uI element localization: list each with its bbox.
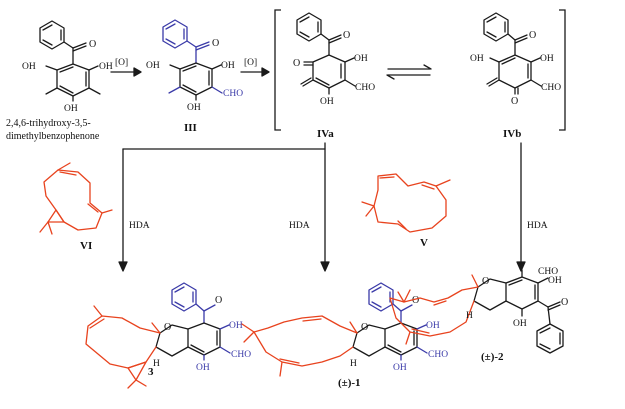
p3-pyran-o: O	[164, 322, 171, 333]
iva-aldehyde-cho: CHO	[355, 83, 375, 93]
start-compound-name-line2: dimethylbenzophenone	[6, 131, 100, 142]
iva-quinone-o: O	[293, 58, 300, 69]
iii-aldehyde-cho: CHO	[223, 89, 243, 99]
p2-carbonyl-o: O	[561, 297, 568, 308]
p3-carbonyl-o: O	[215, 295, 222, 306]
p1-oh-right: OH	[426, 321, 440, 331]
ivb-quinone-o: O	[511, 96, 518, 107]
compound-iii-structure	[162, 19, 223, 101]
product-2-label: (±)-2	[481, 351, 504, 363]
product-1-label: (±)-1	[338, 377, 361, 389]
p3-aldehyde-cho: CHO	[231, 350, 251, 360]
equilibrium-arrows	[386, 64, 432, 80]
start-oh-right: OH	[99, 62, 113, 72]
compound-iva-label: IVa	[317, 128, 334, 140]
p1-aldehyde-cho: CHO	[428, 350, 448, 360]
ivb-carbonyl-o: O	[529, 30, 536, 41]
oxidation-label-1: [O]	[115, 58, 128, 68]
iii-oh-bottom: OH	[187, 103, 201, 113]
compound-vi-structure	[39, 162, 113, 235]
iva-carbonyl-o: O	[343, 30, 350, 41]
start-oh-left: OH	[22, 62, 36, 72]
p1-h: H	[350, 359, 357, 369]
oxidation-label-2: [O]	[244, 58, 257, 68]
p1-carbonyl-o: O	[412, 295, 419, 306]
left-bracket	[274, 9, 281, 131]
product-3-structure	[85, 282, 231, 389]
product-3-label: 3	[148, 366, 154, 378]
iii-carbonyl-o: O	[212, 38, 219, 49]
compound-ivb-structure	[483, 12, 542, 95]
ivb-oh-left: OH	[470, 54, 484, 64]
ivb-aldehyde-cho: CHO	[541, 83, 561, 93]
p2-pyran-o: O	[482, 276, 489, 287]
start-compound-name-line1: 2,4,6-trihydroxy-3,5-	[6, 118, 91, 129]
p3-oh-bottom: OH	[196, 363, 210, 373]
oxidation-arrow-1	[110, 67, 142, 77]
iva-oh-bottom: OH	[320, 97, 334, 107]
hda-label-right: HDA	[527, 221, 548, 231]
p1-pyran-o: O	[361, 322, 368, 333]
start-carbonyl-o: O	[89, 39, 96, 50]
compound-v-structure	[361, 173, 451, 233]
iii-oh-right: OH	[221, 61, 235, 71]
p2-oh-bottom: OH	[513, 319, 527, 329]
compound-iva-structure	[296, 12, 356, 95]
oxidation-arrow-2	[240, 67, 270, 77]
compound-ivb-label: IVb	[503, 128, 521, 140]
p2-oh-right: OH	[548, 276, 562, 286]
ivb-oh-right: OH	[540, 54, 554, 64]
p1-oh-bottom: OH	[393, 363, 407, 373]
iii-oh-left: OH	[146, 61, 160, 71]
product-2-structure	[389, 269, 564, 354]
right-bracket	[559, 9, 566, 131]
p3-oh-right: OH	[229, 321, 243, 331]
p2-h: H	[466, 311, 473, 321]
compound-v-label: V	[420, 237, 428, 249]
iva-oh-right: OH	[354, 54, 368, 64]
start-oh-bottom: OH	[64, 104, 78, 114]
hda-label-left: HDA	[129, 221, 150, 231]
starting-benzophenone-structure	[39, 20, 101, 102]
hda-branch-arrows	[118, 142, 526, 272]
compound-iii-label: III	[184, 122, 197, 134]
p2-aldehyde-cho: CHO	[538, 267, 558, 277]
compound-vi-label: VI	[80, 240, 92, 252]
hda-label-middle: HDA	[289, 221, 310, 231]
p3-h: H	[153, 359, 160, 369]
